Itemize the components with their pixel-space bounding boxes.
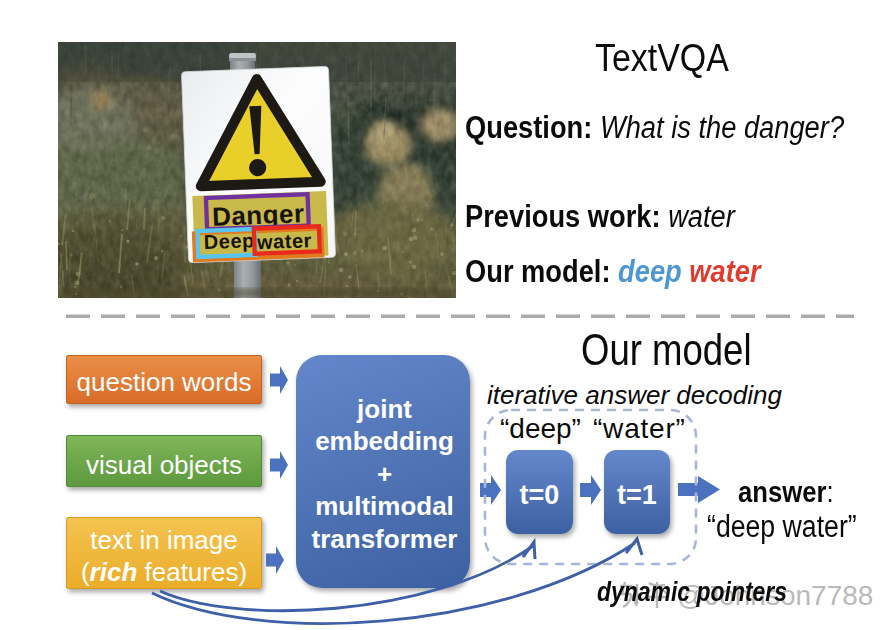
svg-text:water: water — [256, 229, 313, 253]
